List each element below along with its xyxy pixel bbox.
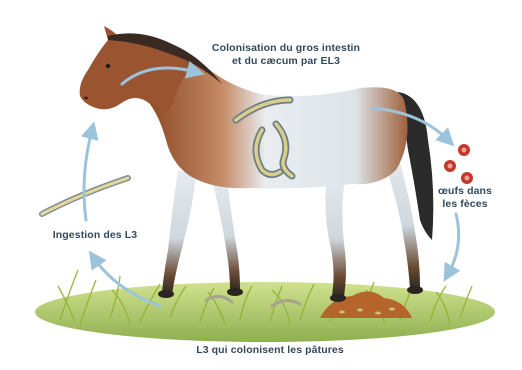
horse-nostril (84, 97, 88, 100)
label-colonisation: Colonisation du gros intestin et du cæcu… (196, 42, 376, 68)
label-eggs-in-feces: œufs dans les fèces (430, 185, 500, 211)
label-pastures: L3 qui colonisent les pâtures (170, 344, 370, 357)
label-colonisation-line2: et du cæcum par EL3 (196, 55, 376, 68)
horse-eye (106, 64, 110, 68)
arrow-ingestion-to-mouth (84, 130, 92, 220)
label-colonisation-line1: Colonisation du gros intestin (196, 42, 376, 55)
label-eggs-line1: œufs dans (430, 185, 500, 198)
arrow-feces-to-pasture (448, 214, 459, 274)
label-ingestion: Ingestion des L3 (40, 229, 150, 242)
egg-cluster (444, 144, 473, 184)
grass (35, 270, 495, 342)
label-eggs-line2: les fèces (430, 198, 500, 211)
